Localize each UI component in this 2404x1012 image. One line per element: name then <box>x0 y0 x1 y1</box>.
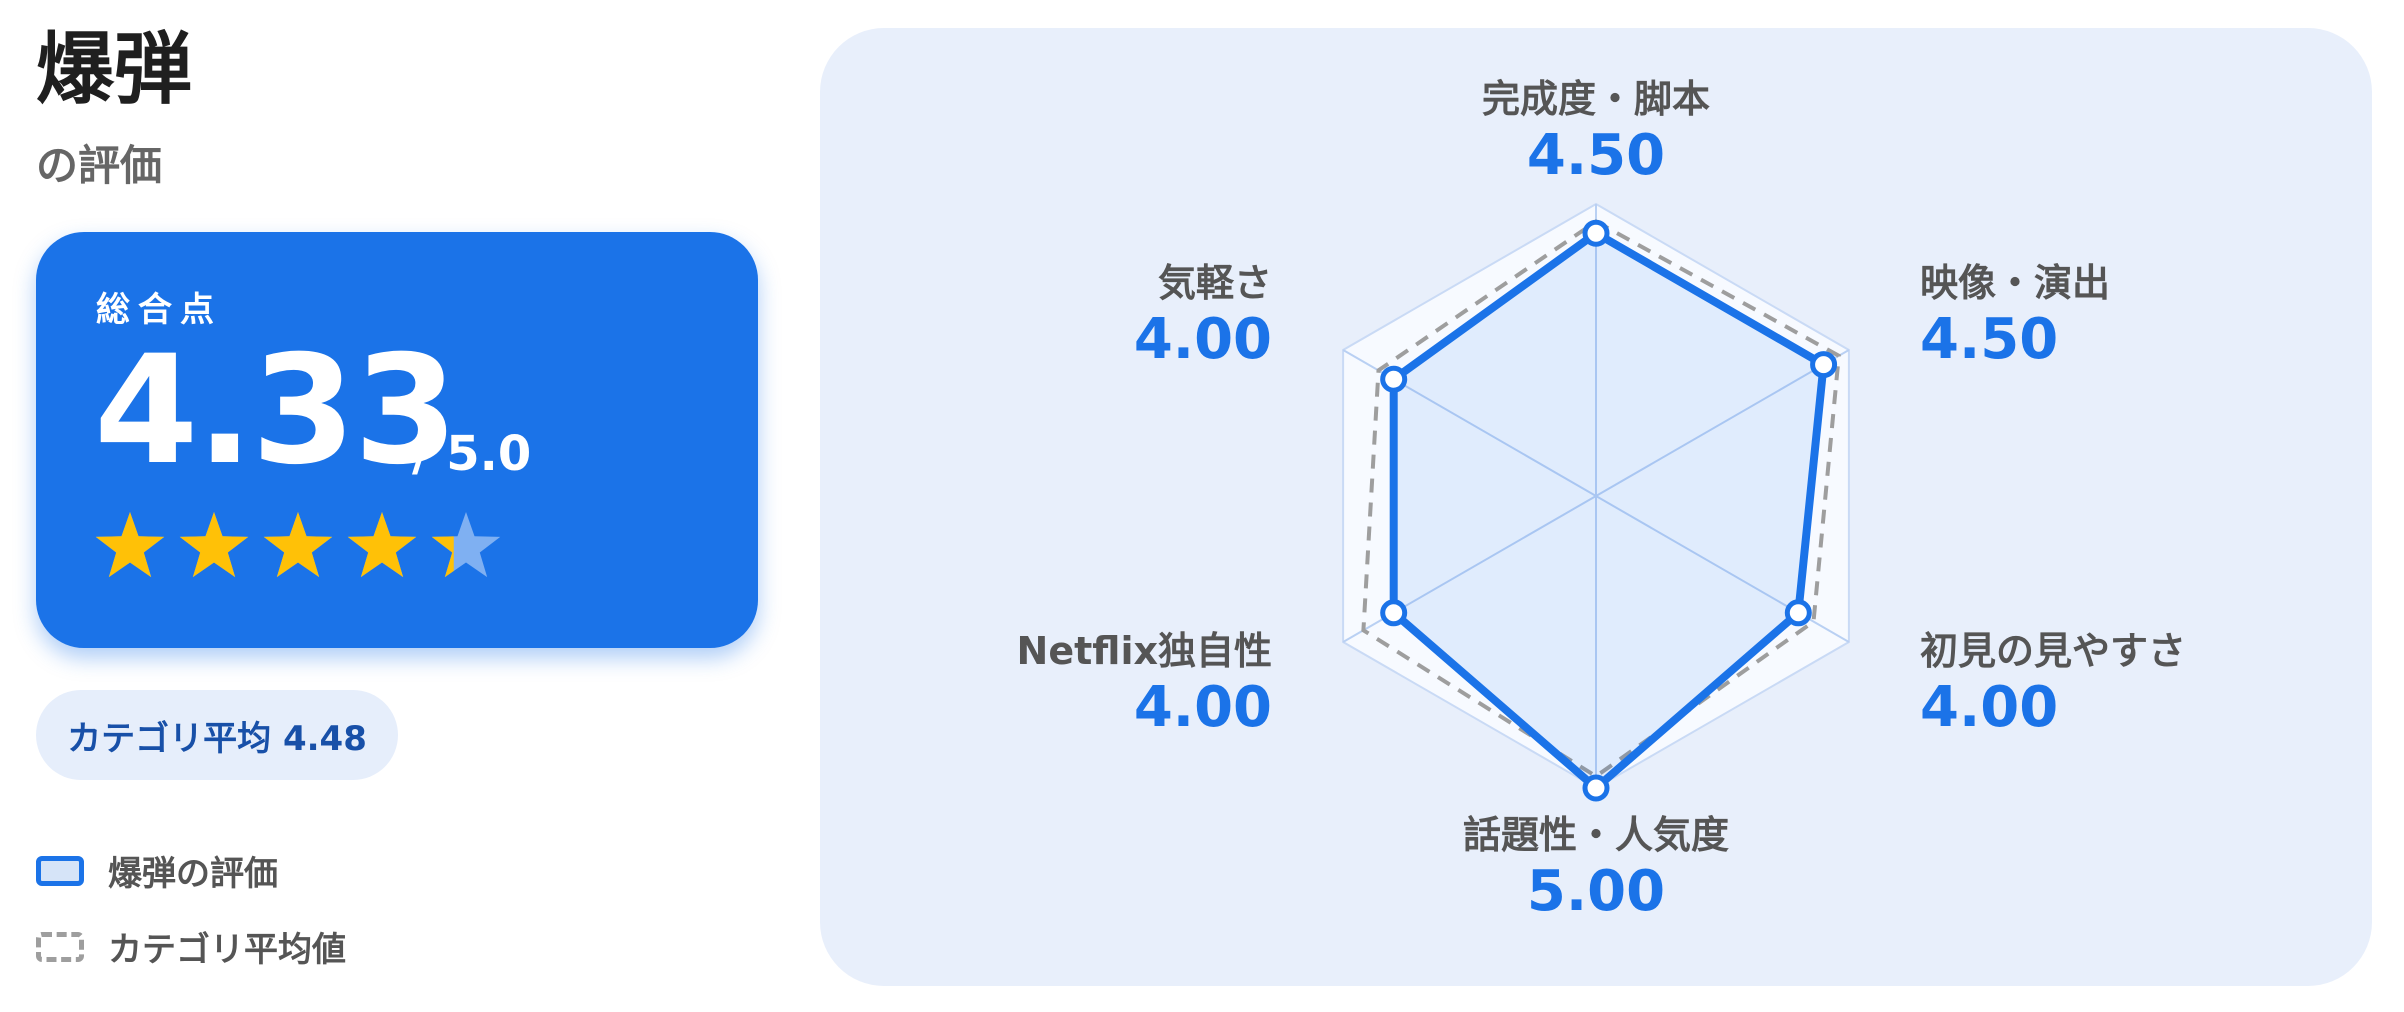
star-icon <box>431 512 501 578</box>
radar-point <box>1810 351 1838 379</box>
radar-point <box>1380 599 1408 627</box>
star-icon <box>95 512 165 578</box>
radar-axis-label: Netflix独自性 <box>1017 629 1272 673</box>
radar-point <box>1582 774 1610 802</box>
overall-score-label: 総合点 <box>96 290 222 330</box>
radar-axis-value: 4.50 <box>1920 307 2058 372</box>
legend-swatch-dashed <box>36 931 84 962</box>
radar-axis-label: 初見の見やすさ <box>1920 629 2186 673</box>
radar-axis-label: 映像・演出 <box>1920 261 2110 305</box>
star-icon <box>263 512 333 578</box>
radar-axis-label: 話題性・人気度 <box>1463 813 1729 857</box>
category-average-label: カテゴリ平均 4.48 <box>67 718 367 759</box>
overall-score-value: 4.33 <box>94 324 458 498</box>
radar-chart: 完成度・脚本4.50映像・演出4.50初見の見やすさ4.00話題性・人気度5.0… <box>1017 77 2186 924</box>
radar-spoke <box>1595 349 1850 497</box>
page-subtitle: の評価 <box>36 141 163 190</box>
radar-axis-value: 4.00 <box>1920 675 2058 740</box>
legend-swatch-solid <box>36 855 84 886</box>
radar-point <box>1380 365 1408 393</box>
star-icon <box>179 512 249 578</box>
legend-item-average: カテゴリ平均値 <box>36 922 346 971</box>
radar-point <box>1784 599 1812 627</box>
overall-score-max: / 5.0 <box>412 426 532 482</box>
radar-point <box>1582 219 1610 247</box>
radar-axis-value: 4.00 <box>1134 307 1272 372</box>
legend-item-rating: 爆弾の評価 <box>36 846 278 895</box>
radar-series-average <box>1361 219 1841 779</box>
legend-label-average: カテゴリ平均値 <box>108 930 346 970</box>
radar-axis-value: 4.00 <box>1134 675 1272 740</box>
star-icon <box>347 512 417 578</box>
category-average-pill: カテゴリ平均 4.48 <box>36 690 398 780</box>
legend-label-rating: 爆弾の評価 <box>108 854 278 894</box>
radar-axis-value: 5.00 <box>1527 859 1665 924</box>
page-title: 爆弾 <box>36 25 193 115</box>
star-rating <box>94 510 502 582</box>
radar-axis-value: 4.50 <box>1527 123 1665 188</box>
radar-axis-label: 気軽さ <box>1158 261 1272 305</box>
radar-axis-label: 完成度・脚本 <box>1482 77 1710 121</box>
overall-score-card: 総合点 4.33 / 5.0 <box>36 232 758 648</box>
